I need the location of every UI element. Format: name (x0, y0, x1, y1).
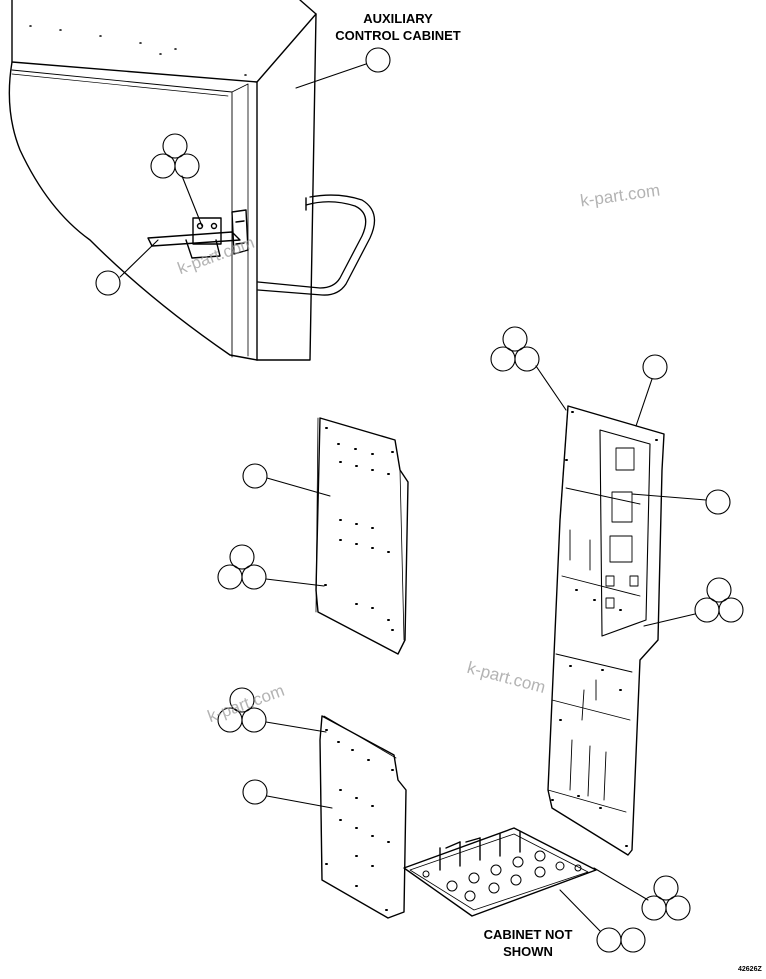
cabinet-title-line2: CONTROL CABINET (335, 28, 461, 43)
figure-number: 42626Z (738, 966, 762, 973)
callout-balloons (95, 47, 744, 953)
cabinet-title-line1: AUXILIARY (363, 11, 433, 26)
cabinet-note: CABINET NOT SHOWN (468, 926, 588, 960)
cabinet-illustration (8, 0, 376, 361)
lower-mounting-panel (319, 715, 407, 919)
cabinet-note-line2: SHOWN (503, 944, 553, 959)
upper-mounting-panel (315, 417, 409, 655)
floor-plate (403, 827, 597, 917)
tall-mounting-panel (547, 405, 665, 856)
cabinet-title: AUXILIARY CONTROL CABINET (326, 10, 470, 44)
cabinet-note-line1: CABINET NOT (483, 927, 573, 942)
